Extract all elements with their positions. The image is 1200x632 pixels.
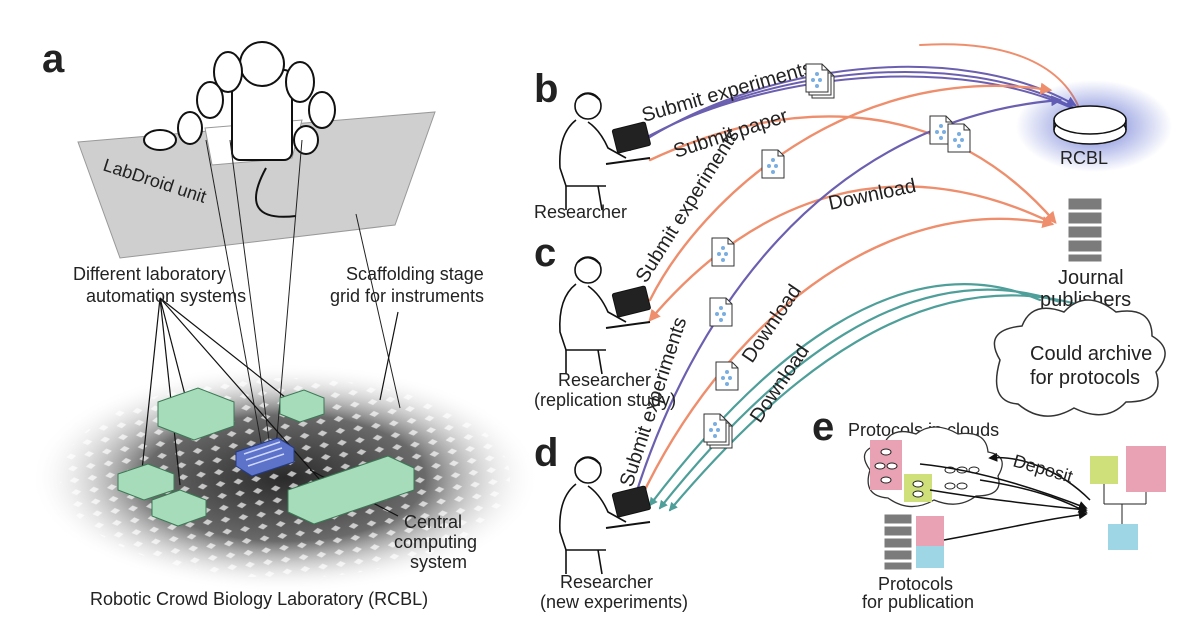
projection-lines bbox=[205, 139, 401, 449]
central-label-1: Central bbox=[404, 512, 462, 532]
publication-label-2: for publication bbox=[862, 592, 974, 612]
panel-letter-b: b bbox=[534, 67, 558, 111]
experiment-docs-b bbox=[806, 64, 834, 98]
protocol-tree-links bbox=[1103, 484, 1147, 524]
different-automation-label-2: automation systems bbox=[86, 286, 246, 306]
cloud-archive: Could archive for protocols bbox=[993, 299, 1166, 417]
submit-experiments-b-label: Submit experiments bbox=[639, 57, 815, 127]
rcbl-caption: Robotic Crowd Biology Laboratory (RCBL) bbox=[90, 589, 428, 609]
panel-letter-e: e bbox=[812, 405, 834, 449]
protocol-pink-3 bbox=[1126, 446, 1166, 492]
experiment-doc-d-1 bbox=[709, 297, 733, 327]
cloud-label-2: for protocols bbox=[1030, 367, 1140, 389]
flow-arrows bbox=[629, 43, 1082, 512]
experiment-doc-c bbox=[761, 149, 785, 179]
deposit-arrows bbox=[919, 452, 1091, 541]
panel-a: a LabDroid unit bbox=[30, 37, 540, 609]
experiment-doc-c-2 bbox=[711, 237, 735, 267]
publication-journal-icon bbox=[883, 513, 913, 571]
central-label-2: computing bbox=[394, 532, 477, 552]
labdroid-robot bbox=[143, 41, 336, 218]
panel-e: e Protocols in clouds Protocols for publ… bbox=[812, 405, 1166, 612]
automation-leader-lines bbox=[141, 297, 321, 486]
protocol-lime-2 bbox=[1090, 456, 1118, 484]
paper-doc-2 bbox=[947, 123, 971, 153]
experiment-docs-d bbox=[704, 414, 732, 448]
cloud-label-1: Could archive bbox=[1030, 343, 1152, 365]
central-computing-unit bbox=[235, 437, 295, 477]
researcher-d-label-2: (new experiments) bbox=[540, 592, 688, 612]
panel-letter-d: d bbox=[534, 431, 558, 475]
download-c-label: Download bbox=[826, 175, 918, 215]
protocol-cyan-1 bbox=[916, 546, 944, 568]
cloud-shape bbox=[993, 299, 1166, 417]
rcbl-label: RCBL bbox=[1060, 148, 1108, 168]
protocol-cyan-2 bbox=[1108, 524, 1138, 550]
journal-publishers: Journal publishers bbox=[1040, 197, 1131, 311]
central-label-3: system bbox=[410, 552, 467, 572]
protocol-lime-1 bbox=[904, 474, 932, 502]
deposit-label: Deposit bbox=[1011, 451, 1075, 487]
scaffolding-label-1: Scaffolding stage bbox=[346, 264, 484, 284]
scaffolding-label-2: grid for instruments bbox=[330, 286, 484, 306]
panel-letter-c: c bbox=[534, 231, 556, 275]
researcher-b-label: Researcher bbox=[534, 202, 627, 222]
researcher-b-figure bbox=[558, 92, 652, 211]
different-automation-label-1: Different laboratory bbox=[73, 264, 226, 284]
experiment-doc-d-2 bbox=[715, 361, 739, 391]
publication-label-1: Protocols bbox=[878, 574, 953, 594]
researcher-c-label-1: Researcher bbox=[558, 370, 651, 390]
rcbl-icon bbox=[1053, 105, 1127, 145]
automation-systems bbox=[117, 387, 415, 527]
journal-label-1: Journal bbox=[1058, 267, 1124, 289]
scaffolding-leader-line bbox=[379, 311, 399, 401]
panel-letter-a: a bbox=[42, 37, 65, 81]
protocol-pink-2 bbox=[916, 516, 944, 546]
journal-icon bbox=[1067, 197, 1103, 263]
researcher-c-label-2: (replication study) bbox=[534, 390, 676, 410]
researcher-d-label-1: Researcher bbox=[560, 572, 653, 592]
